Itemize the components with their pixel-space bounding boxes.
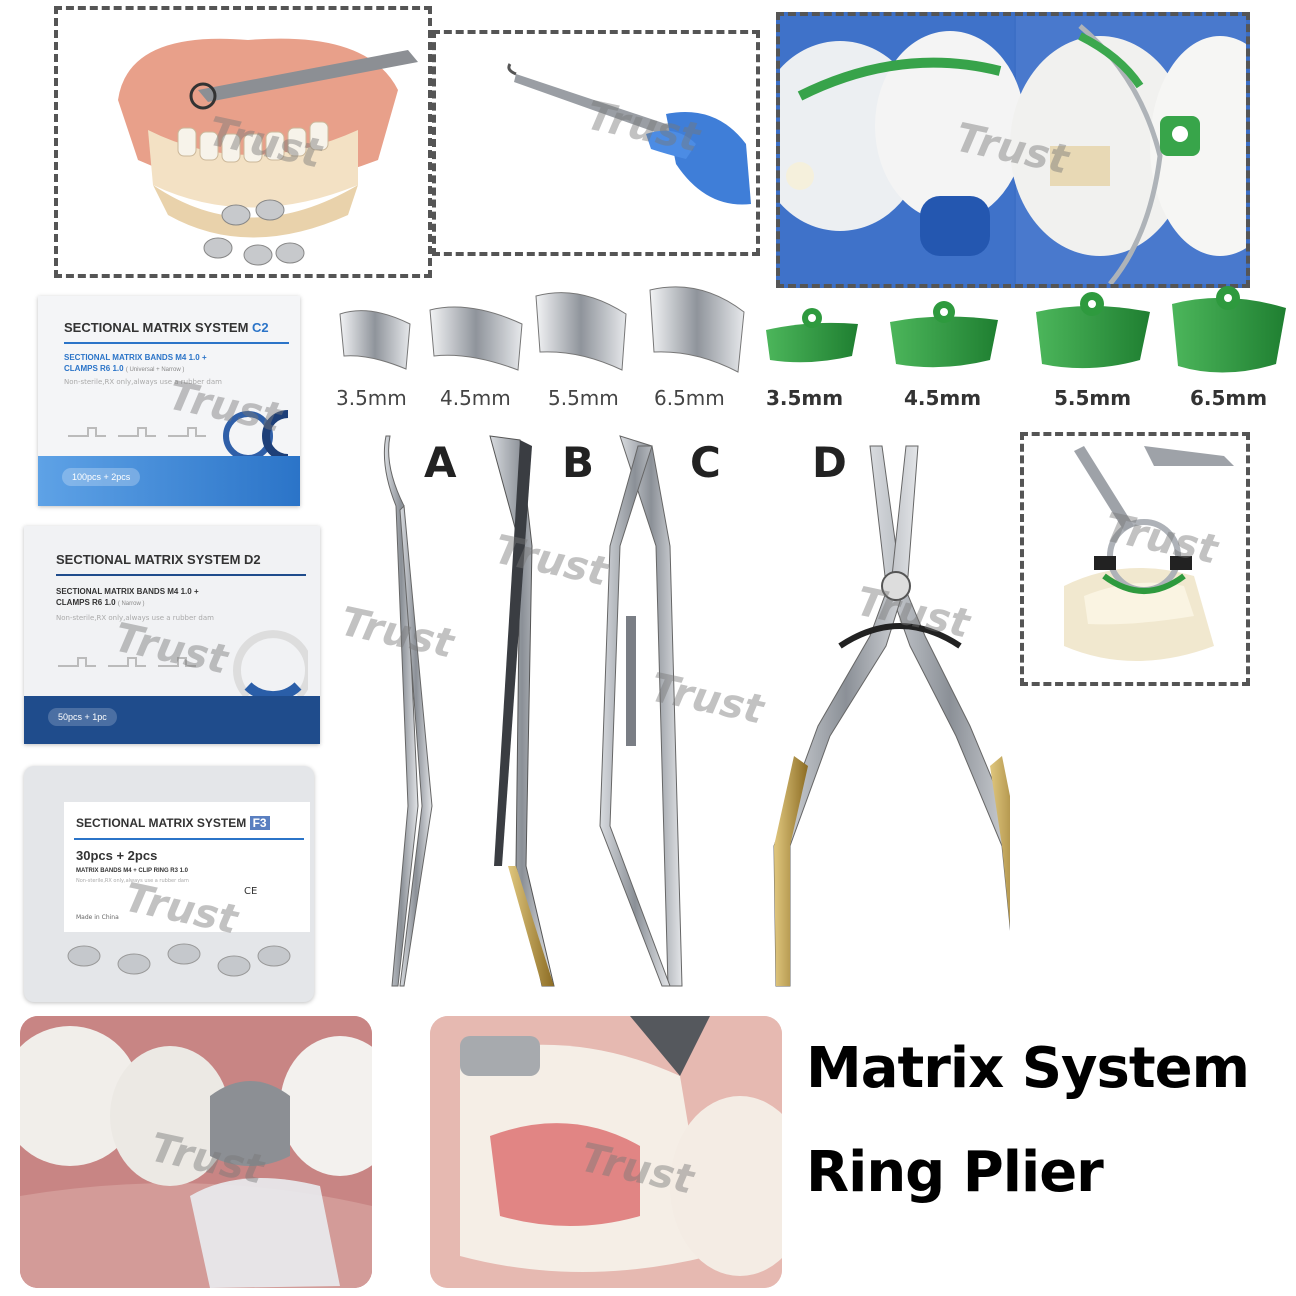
jaw-model-illustration <box>118 38 418 266</box>
package-count-badge: 50pcs + 1pc <box>48 708 117 726</box>
plier-on-tooth-illustration <box>430 1016 782 1288</box>
green-band-5-5 <box>1036 292 1150 369</box>
photo-bottom-matrix-band: Trust <box>20 1016 372 1288</box>
instrument-letter-d: D <box>812 438 847 487</box>
package-bands-graphic <box>67 943 291 977</box>
instrument-c-clamp <box>599 435 683 987</box>
instrument-b-plier <box>489 435 555 987</box>
package-fine-print: Non-sterile,RX only,always use a rubber … <box>76 878 189 884</box>
instrument-letter-a: A <box>424 438 457 487</box>
photo-clinical-matrix-bands: Trust <box>776 12 1250 288</box>
size-label-metal-4: 6.5mm <box>654 386 725 410</box>
metal-band-6-5 <box>649 286 745 373</box>
package-clamps-text: CLAMPS R6 1.0 ( Universal + Narrow ) <box>64 364 185 373</box>
photo-bottom-plier-tooth: Trust <box>430 1016 782 1288</box>
photo-gloved-hand-tweezers: Trust <box>432 30 760 256</box>
package-c2: SECTIONAL MATRIX SYSTEM C2 SECTIONAL MAT… <box>38 296 300 506</box>
photo-ring-plier-on-model: Trust <box>1020 432 1250 686</box>
package-made-in: Made in China <box>76 914 119 921</box>
package-f3-box: SECTIONAL MATRIX SYSTEM F3 30pcs + 2pcs … <box>24 766 314 1002</box>
size-label-green-2: 4.5mm <box>904 386 982 410</box>
metal-band-3-5 <box>339 310 411 370</box>
package-title: SECTIONAL MATRIX SYSTEM C2 <box>64 320 269 335</box>
instrument-d-ring-plier <box>773 445 1010 987</box>
headline-line-2: Ring Plier <box>806 1140 1104 1205</box>
size-label-metal-1: 3.5mm <box>336 386 407 410</box>
metal-band-4-5 <box>429 306 523 371</box>
size-label-metal-2: 4.5mm <box>440 386 511 410</box>
size-label-green-3: 5.5mm <box>1054 386 1132 410</box>
gloved-hand-illustration <box>507 63 751 205</box>
size-label-green-1: 3.5mm <box>766 386 844 410</box>
package-title: SECTIONAL MATRIX SYSTEM D2 <box>56 552 261 567</box>
metal-band-5-5 <box>535 292 627 371</box>
instrument-a-tweezers <box>383 435 433 987</box>
package-bottom-band <box>24 696 320 744</box>
size-label-green-4: 6.5mm <box>1190 386 1268 410</box>
green-band-4-5 <box>890 301 998 368</box>
package-divider <box>74 838 304 840</box>
package-divider <box>56 574 306 576</box>
package-bands-text: SECTIONAL MATRIX BANDS M4 1.0 + <box>56 587 199 596</box>
package-count-badge: 100pcs + 2pcs <box>62 468 141 486</box>
package-label-card: SECTIONAL MATRIX SYSTEM F3 30pcs + 2pcs … <box>64 802 310 932</box>
package-bands-text: MATRIX BANDS M4 + CLIP RING R3 1.0 <box>76 868 188 874</box>
package-count: 30pcs + 2pcs <box>76 848 158 863</box>
instrument-letter-b: B <box>562 438 595 487</box>
package-clamps-text: CLAMPS R6 1.0 ( Narrow ) <box>56 598 145 607</box>
package-title: SECTIONAL MATRIX SYSTEM F3 <box>76 816 270 830</box>
package-d2: SECTIONAL MATRIX SYSTEM D2 SECTIONAL MAT… <box>24 526 320 744</box>
photo-jaw-model: Trust <box>54 6 432 278</box>
ce-mark-icon: CE <box>244 886 258 897</box>
package-divider <box>64 342 289 344</box>
green-band-3-5 <box>766 308 858 363</box>
instruments-illustration <box>383 435 1010 987</box>
ring-on-model-illustration <box>1064 446 1234 661</box>
clinical-closeup-illustration <box>780 16 1246 284</box>
package-fine-print: Non-sterile,RX only,always use a rubber … <box>56 614 214 622</box>
instrument-letter-c: C <box>690 438 721 487</box>
package-bottom-band <box>38 456 300 506</box>
band-on-tooth-illustration <box>20 1016 372 1288</box>
green-band-6-5 <box>1172 286 1286 373</box>
size-label-metal-3: 5.5mm <box>548 386 619 410</box>
package-bands-text: SECTIONAL MATRIX BANDS M4 1.0 + <box>64 353 207 362</box>
headline-line-1: Matrix System <box>806 1036 1250 1101</box>
matrix-band-samples <box>339 286 1286 373</box>
package-fine-print: Non-sterile,RX only,always use a rubber … <box>64 378 222 386</box>
